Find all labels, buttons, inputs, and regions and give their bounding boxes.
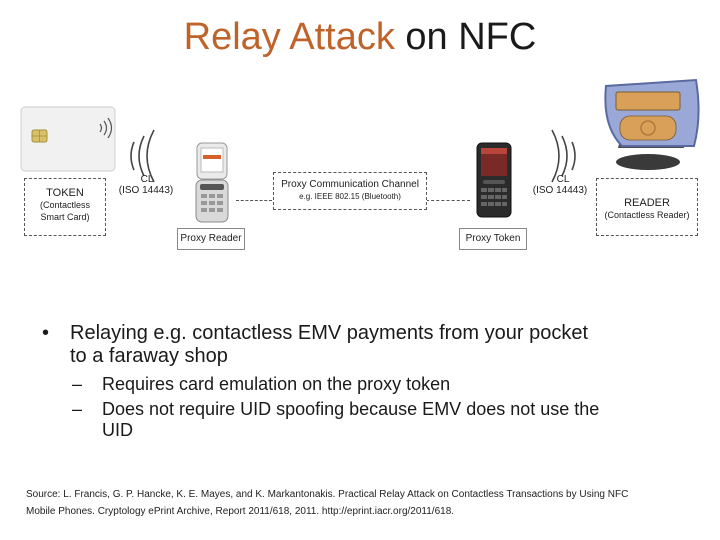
token-box: TOKEN (Contactless Smart Card) (24, 178, 106, 236)
cl-left-label: CL (140, 174, 154, 185)
token-label: TOKEN (46, 187, 84, 199)
iso-right-label: (ISO 14443) (532, 185, 588, 196)
proxy-token-box: Proxy Token (459, 228, 527, 250)
left-wireless-waves-icon (130, 129, 155, 183)
proxy-reader-label: Proxy Reader (180, 233, 242, 244)
right-wireless-waves-icon (551, 129, 576, 183)
relay-diagram: TOKEN (Contactless Smart Card) CL (ISO 1… (0, 70, 720, 270)
main-bullet: • Relaying e.g. contactless EMV payments… (32, 322, 702, 368)
bullet-list: • Relaying e.g. contactless EMV payments… (32, 322, 702, 441)
channel-subtitle: e.g. IEEE 802.15 (Bluetooth) (299, 192, 401, 201)
token-sub1: (Contactless (39, 200, 91, 210)
smart-card-image (20, 106, 116, 172)
sub-bullet-1: – Requires card emulation on the proxy t… (32, 374, 702, 395)
proxy-channel-box: Proxy Communication Channel e.g. IEEE 80… (273, 172, 427, 210)
cl-right-label: CL (556, 174, 570, 185)
proxy-reader-phone-image (195, 142, 229, 223)
title-rest: on NFC (394, 16, 537, 58)
main-bullet-line2: to a faraway shop (70, 345, 228, 367)
main-bullet-line1: Relaying e.g. contactless EMV payments f… (70, 322, 589, 344)
source-line2: Mobile Phones. Cryptology ePrint Archive… (26, 506, 455, 517)
iso-left-label: (ISO 14443) (118, 185, 174, 196)
reader-box: READER (Contactless Reader) (596, 178, 698, 236)
slide-title: Relay Attack on NFC (0, 14, 720, 60)
source-line1: Source: L. Francis, G. P. Hancke, K. E. … (26, 489, 629, 500)
proxy-token-phone-image (476, 142, 512, 218)
contactless-reader-image (604, 78, 700, 170)
channel-connector-left (236, 200, 272, 201)
sub-bullet-2: – Does not require UID spoofing because … (32, 399, 702, 441)
reader-label: READER (624, 197, 670, 209)
sub-bullet-2-line2: UID (102, 420, 133, 440)
reader-sub: (Contactless Reader) (604, 210, 690, 220)
dash-glyph-1: – (72, 374, 83, 394)
bullet-glyph: • (42, 322, 50, 344)
proxy-token-label: Proxy Token (465, 233, 521, 244)
sub-bullet-2-line1: Does not require UID spoofing because EM… (102, 399, 600, 419)
sub-bullet-1-text: Requires card emulation on the proxy tok… (102, 374, 451, 394)
token-sub2: Smart Card) (40, 212, 90, 222)
proxy-reader-box: Proxy Reader (177, 228, 245, 250)
channel-title: Proxy Communication Channel (281, 179, 419, 190)
channel-connector-right (426, 200, 470, 201)
dash-glyph-2: – (72, 399, 83, 419)
title-accent: Relay Attack (183, 16, 395, 58)
source-citation: Source: L. Francis, G. P. Hancke, K. E. … (26, 486, 706, 520)
